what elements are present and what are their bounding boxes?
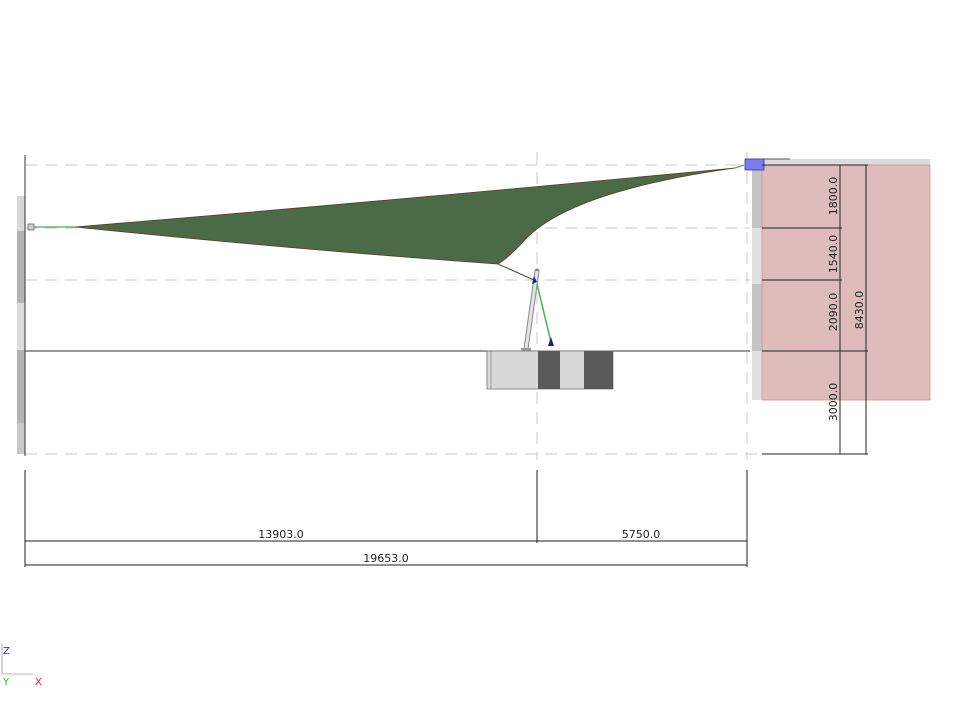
axis-y-label: Y [2, 677, 10, 688]
right-anchor-icon [734, 158, 790, 171]
guy-cable [536, 283, 552, 343]
foundation[interactable] [486, 350, 614, 390]
dim-8430: 8430.0 [853, 291, 866, 330]
anchor-arrow-icon [548, 337, 554, 346]
axis-z-label: Z [3, 646, 10, 657]
dim-5750: 5750.0 [622, 528, 661, 541]
guide-lines [25, 152, 760, 460]
dim-1540: 1540.0 [827, 235, 840, 274]
dim-2090: 2090.0 [827, 293, 840, 332]
axis-indicator: Z Y X [1, 644, 42, 688]
vertical-dimensions [762, 164, 868, 455]
mast-top-arrow-icon [532, 276, 537, 284]
dim-1800: 1800.0 [827, 177, 840, 216]
dim-13903: 13903.0 [258, 528, 304, 541]
axis-x-label: X [35, 677, 42, 688]
left-anchor-icon [27, 223, 75, 231]
dim-19653: 19653.0 [363, 552, 409, 565]
shade-sail[interactable] [74, 167, 736, 265]
left-wall [17, 155, 26, 456]
cable-sail-to-mast [497, 263, 535, 281]
dim-3000: 3000.0 [827, 383, 840, 422]
right-wall[interactable] [752, 159, 931, 401]
horizontal-dimensions [24, 470, 748, 567]
